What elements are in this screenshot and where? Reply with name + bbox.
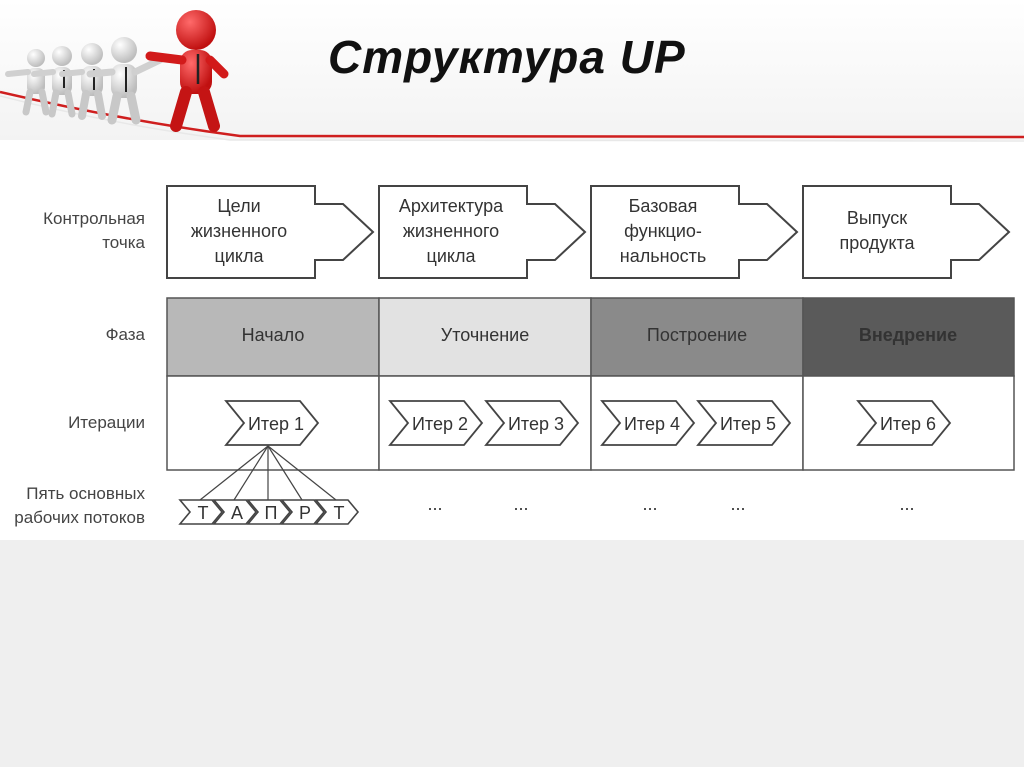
iteration-2-label: Итер 2	[412, 414, 468, 434]
iteration-5-label: Итер 5	[720, 414, 776, 434]
milestone-3-line2: функцио-	[624, 221, 702, 241]
iteration-1-label: Итер 1	[248, 414, 304, 434]
workflow-chevron-5: Т	[314, 499, 360, 525]
iteration-chevron-3: Итер 3	[484, 400, 580, 446]
milestone-arrow-2: Архитектура жизненного цикла	[378, 185, 587, 279]
row-label-workflows-line1: Пять основных	[26, 484, 145, 503]
milestone-arrow-4: Выпуск продукта	[802, 185, 1011, 279]
workflow-2-label: А	[231, 503, 243, 523]
milestone-2-line3: цикла	[427, 246, 477, 266]
workflow-5-label: Т	[334, 503, 345, 523]
workflow-1-label: Т	[198, 503, 209, 523]
iteration-4-label: Итер 4	[624, 414, 680, 434]
phase-3-band	[590, 297, 804, 377]
phase-1-label: Начало	[242, 325, 305, 345]
white-figure-2	[31, 46, 76, 118]
milestone-2-line2: жизненного	[403, 221, 499, 241]
ellipsis-5: ...	[899, 494, 914, 514]
workflow-chevron-4: Р	[280, 499, 326, 525]
milestone-1-line2: жизненного	[191, 221, 287, 241]
iteration-chevron-2: Итер 2	[388, 400, 484, 446]
row-label-iterations: Итерации	[68, 413, 145, 432]
white-figure-4	[86, 37, 164, 125]
milestone-1-line1: Цели	[217, 196, 260, 216]
row-label-phase: Фаза	[106, 325, 146, 344]
ellipsis-4: ...	[730, 494, 745, 514]
workflow-chevron-3: П	[246, 499, 292, 525]
workflow-4-label: Р	[299, 503, 311, 523]
row-label-workflows-line2: рабочих потоков	[14, 508, 145, 527]
iteration-chevron-5: Итер 5	[696, 400, 792, 446]
workflow-chevron-1: Т	[178, 499, 224, 525]
milestone-4-line2: продукта	[839, 233, 915, 253]
milestone-arrow-3: Базовая функцио- нальность	[590, 185, 799, 279]
milestone-1-line3: цикла	[215, 246, 265, 266]
ellipsis-3: ...	[642, 494, 657, 514]
ellipsis-1: ...	[427, 494, 442, 514]
slide-title: Структура UP	[328, 31, 686, 83]
milestone-3-line3: нальность	[620, 246, 706, 266]
workflow-chevron-2: А	[212, 499, 258, 525]
figures-illustration	[5, 10, 229, 132]
phase-1-band	[166, 297, 380, 377]
phase-3-label: Построение	[647, 325, 747, 345]
iteration-6-label: Итер 6	[880, 414, 936, 434]
iteration-chevron-6: Итер 6	[856, 400, 952, 446]
iteration-chevron-1: Итер 1	[224, 400, 320, 446]
milestone-4-line1: Выпуск	[847, 208, 907, 228]
phase-2-label: Уточнение	[441, 325, 529, 345]
iteration-3-label: Итер 3	[508, 414, 564, 434]
phase-4-band	[802, 297, 1015, 377]
red-figure	[145, 10, 229, 132]
milestone-3-line1: Базовая	[629, 196, 698, 216]
milestone-arrow-1: Цели жизненного цикла	[166, 185, 375, 279]
row-label-milestone-line2: точка	[102, 233, 145, 252]
phase-4-label: Внедрение	[859, 325, 957, 345]
row-label-milestone-line1: Контрольная	[43, 209, 145, 228]
milestone-2-line1: Архитектура	[399, 196, 504, 216]
iteration-chevron-4: Итер 4	[600, 400, 696, 446]
workflow-connectors	[199, 445, 337, 501]
workflow-3-label: П	[265, 503, 278, 523]
ellipsis-2: ...	[513, 494, 528, 514]
